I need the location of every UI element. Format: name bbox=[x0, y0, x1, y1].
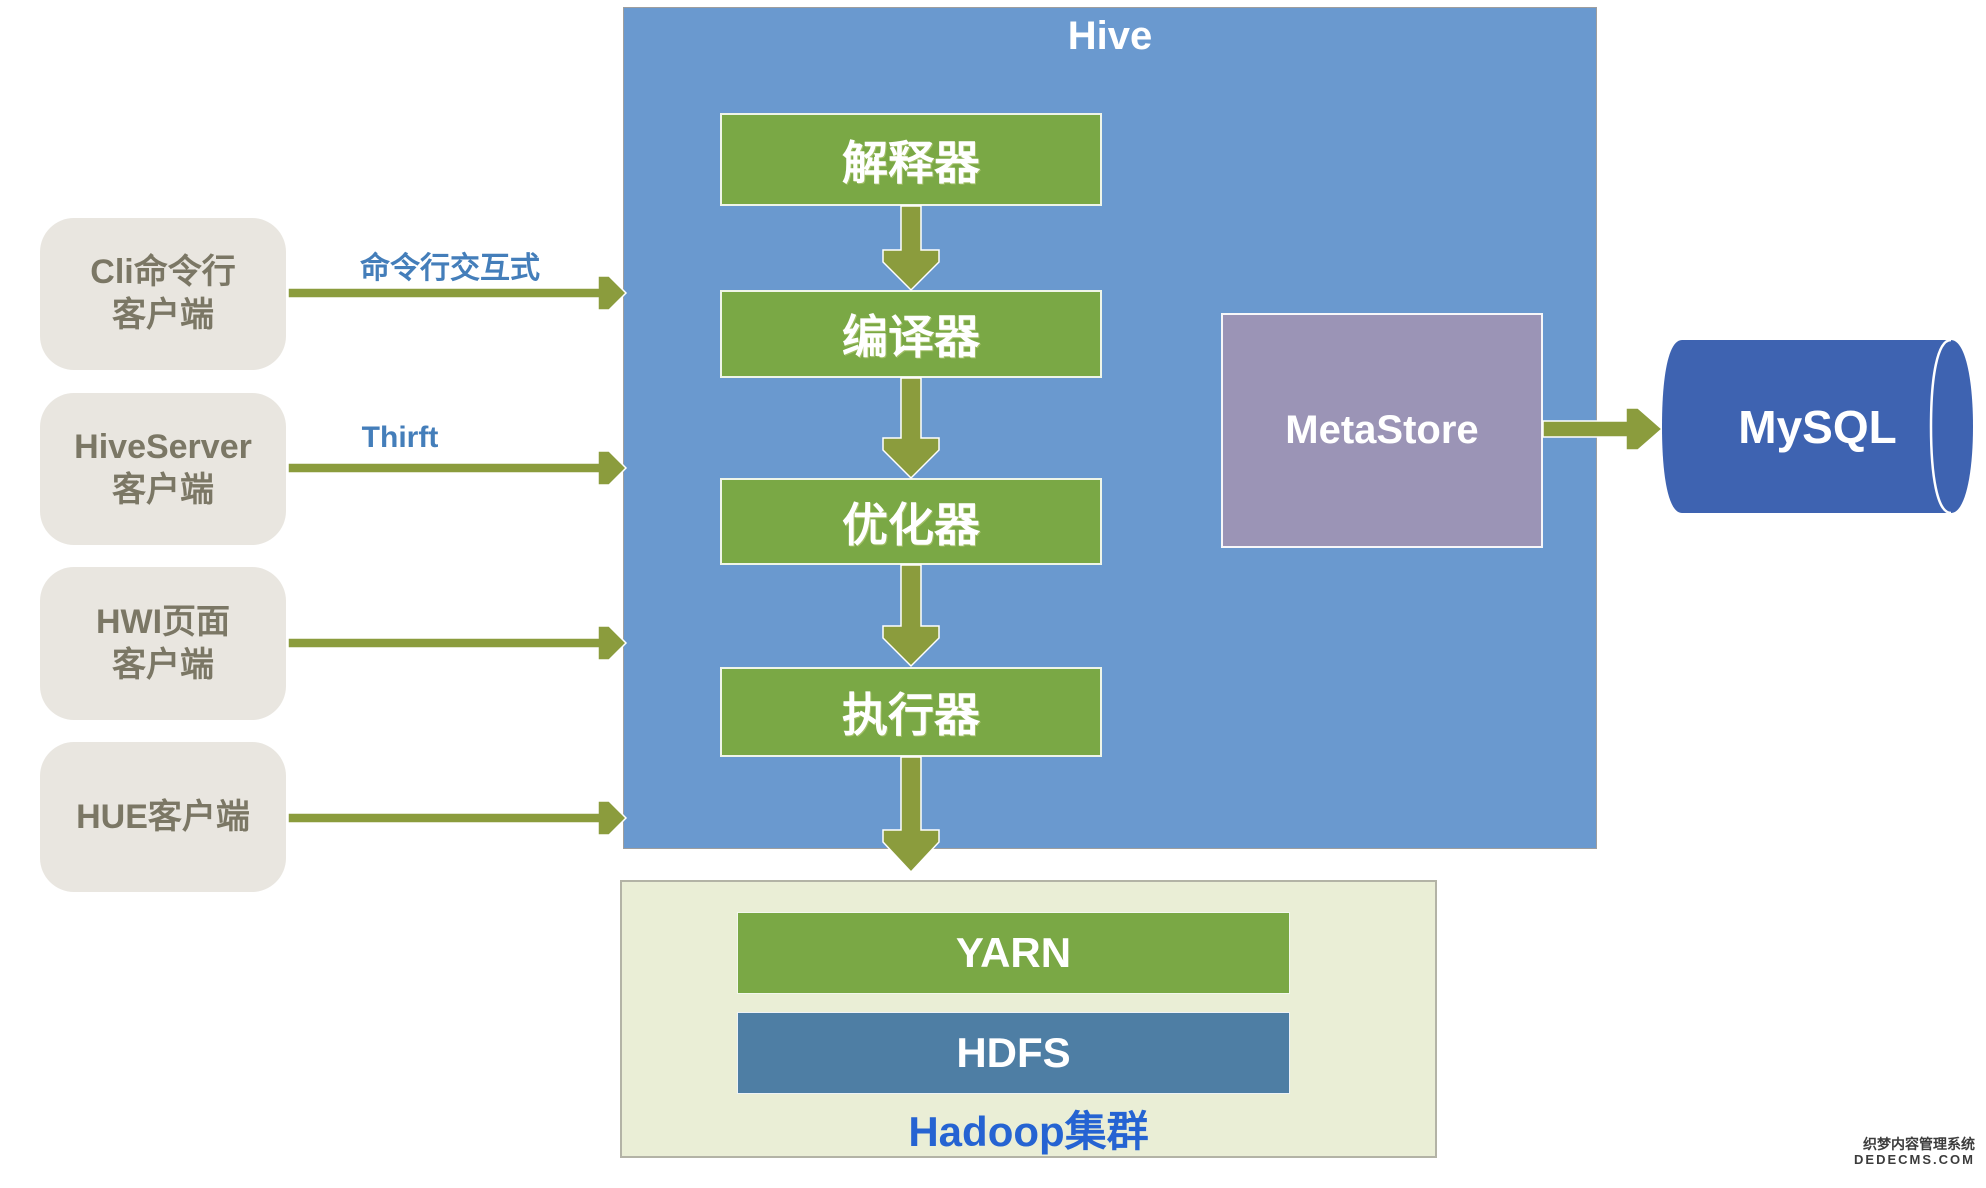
client-box-hue: HUE客户端 bbox=[40, 742, 286, 892]
client-hue-line1: HUE客户端 bbox=[76, 797, 250, 836]
client-cli-line2: 客户端 bbox=[112, 296, 214, 334]
client-hwi-line2: 客户端 bbox=[112, 645, 214, 684]
hive-title: Hive bbox=[1067, 14, 1153, 58]
client-hiveserver-line2: 客户端 bbox=[112, 471, 214, 509]
metastore-box: MetaStore bbox=[1221, 313, 1543, 548]
stage-box-compiler: 编译器 bbox=[720, 290, 1102, 378]
watermark-line1: 织梦内容管理系统 bbox=[1863, 1136, 1975, 1152]
stage-box-optimizer: 优化器 bbox=[720, 478, 1102, 565]
stage-box-parser: 解释器 bbox=[720, 113, 1102, 206]
client-box-hiveserver: HiveServer 客户端 bbox=[40, 393, 286, 545]
hdfs-label: HDFS bbox=[956, 1029, 1071, 1076]
arrow-hue-to-hive bbox=[287, 800, 628, 836]
watermark: 织梦内容管理系统 DEDECMS.COM bbox=[1680, 1136, 1975, 1167]
mysql-label: MySQL bbox=[1738, 400, 1897, 453]
arrow-label-thrift: Thirft bbox=[361, 421, 439, 454]
metastore-label: MetaStore bbox=[1285, 408, 1479, 452]
arrow-hwi-to-hive bbox=[287, 625, 628, 661]
stage-label-optimizer: 优化器 bbox=[842, 498, 980, 551]
stage-label-executor: 执行器 bbox=[842, 689, 980, 741]
stage-label-compiler: 编译器 bbox=[842, 311, 980, 363]
hadoop-cluster-caption: Hadoop集群 bbox=[908, 1108, 1149, 1155]
stage-box-executor: 执行器 bbox=[720, 667, 1102, 757]
client-cli-line1: Cli命令行 bbox=[90, 253, 236, 292]
client-box-hwi: HWI页面 客户端 bbox=[40, 567, 286, 720]
watermark-line2: DEDECMS.COM bbox=[1854, 1152, 1975, 1167]
yarn-bar: YARN bbox=[737, 912, 1290, 994]
hdfs-bar: HDFS bbox=[737, 1012, 1290, 1094]
stage-label-parser: 解释器 bbox=[842, 136, 980, 189]
arrow-label-cli-interactive: 命令行交互式 bbox=[360, 252, 540, 285]
client-box-cli: Cli命令行 客户端 bbox=[40, 218, 286, 370]
client-hiveserver-line1: HiveServer bbox=[74, 428, 252, 467]
client-hwi-line1: HWI页面 bbox=[95, 602, 231, 641]
arrow-hiveserver-to-hive bbox=[287, 450, 628, 486]
yarn-label: YARN bbox=[955, 929, 1072, 976]
